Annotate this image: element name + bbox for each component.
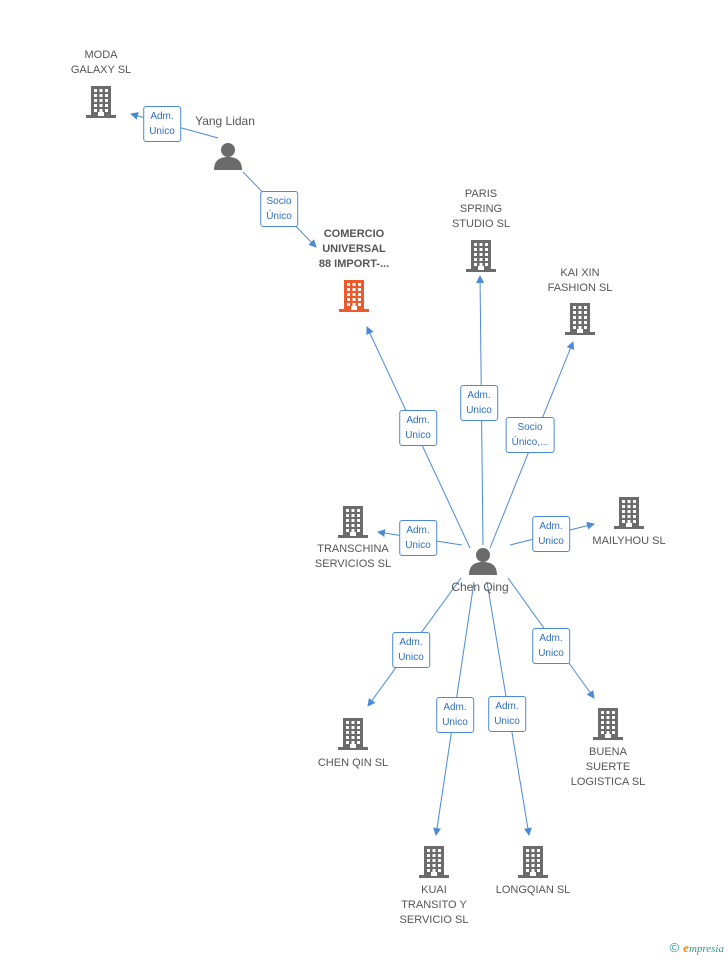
copyright-symbol: ©: [669, 940, 680, 955]
edge-label-chen-kuai[interactable]: Adm. Unico: [436, 697, 474, 733]
building-icon[interactable]: [86, 84, 116, 123]
brand-initial: e: [683, 940, 689, 955]
building-icon[interactable]: [614, 495, 644, 534]
edge-label-chen-kaixin[interactable]: Socio Único,...: [505, 417, 555, 453]
company-label-moda[interactable]: MODA GALAXY SL: [70, 49, 132, 76]
building-icon[interactable]: [518, 844, 548, 883]
building-icon[interactable]: [339, 278, 369, 317]
edge-label-chen-chenqin[interactable]: Adm. Unico: [392, 632, 430, 668]
company-label-longqian[interactable]: LONGQIAN SL: [495, 884, 571, 896]
person-label-chen[interactable]: Chen Qing: [451, 580, 509, 594]
edge-label-chen-mailyhou[interactable]: Adm. Unico: [532, 516, 570, 552]
person-icon[interactable]: [468, 547, 498, 580]
building-icon[interactable]: [419, 844, 449, 883]
company-label-kaixin[interactable]: KAI XIN FASHION SL: [547, 267, 613, 294]
company-label-buena[interactable]: BUENA SUERTE LOGISTICA SL: [570, 746, 646, 788]
empresia-watermark: ©empresia: [670, 940, 724, 956]
edge-label-yang-moda[interactable]: Adm. Unico: [143, 106, 181, 142]
edge-label-chen-comercio[interactable]: Adm. Unico: [399, 410, 437, 446]
edge-label-chen-paris[interactable]: Adm. Unico: [460, 385, 498, 421]
company-label-paris[interactable]: PARIS SPRING STUDIO SL: [451, 188, 511, 230]
company-label-transchina[interactable]: TRANSCHINA SERVICIOS SL: [314, 543, 392, 570]
building-icon[interactable]: [338, 716, 368, 755]
edge-label-chen-buena[interactable]: Adm. Unico: [532, 628, 570, 664]
person-label-yang[interactable]: Yang Lidan: [195, 114, 255, 128]
edge-label-yang-comercio[interactable]: Socio Único: [260, 191, 298, 227]
building-icon[interactable]: [466, 238, 496, 277]
person-icon[interactable]: [213, 142, 243, 175]
company-label-mailyhou[interactable]: MAILYHOU SL: [592, 535, 666, 547]
edge-label-chen-transchina[interactable]: Adm. Unico: [399, 520, 437, 556]
company-label-kuai[interactable]: KUAI TRANSITO Y SERVICIO SL: [399, 884, 469, 926]
brand-name: mpresia: [688, 943, 724, 955]
edge-label-chen-longqian[interactable]: Adm. Unico: [488, 696, 526, 732]
building-icon[interactable]: [565, 301, 595, 340]
company-label-comercio[interactable]: COMERCIO UNIVERSAL 88 IMPORT-...: [318, 228, 390, 270]
building-icon[interactable]: [593, 706, 623, 745]
building-icon[interactable]: [338, 504, 368, 543]
company-label-chenqin[interactable]: CHEN QIN SL: [317, 757, 389, 769]
